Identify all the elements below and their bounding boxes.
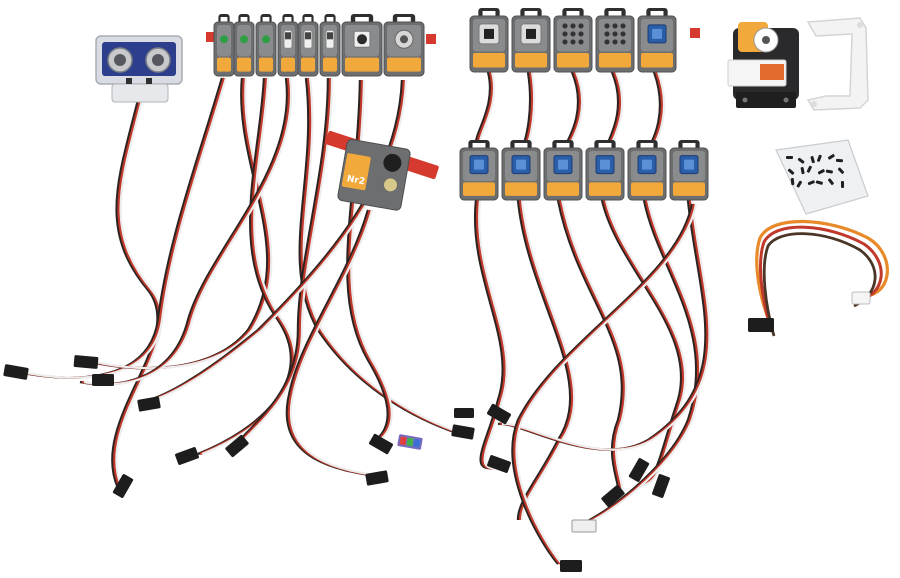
screw-bag xyxy=(775,139,869,215)
button-module xyxy=(595,8,635,73)
indicator-module xyxy=(319,14,341,77)
button-module xyxy=(469,8,509,73)
connector-plugs xyxy=(3,355,670,572)
sensor-module xyxy=(459,140,499,201)
servo-cable xyxy=(235,77,334,445)
servo-connector xyxy=(225,434,249,458)
button-module xyxy=(553,8,593,73)
servo-cable xyxy=(83,77,273,370)
servo-connector xyxy=(560,560,582,572)
sound-sensor-label: Nr2 xyxy=(346,174,366,187)
sensor-module xyxy=(543,140,583,201)
servo-cable xyxy=(516,199,576,521)
sensor-module xyxy=(627,140,667,201)
indicator-module xyxy=(213,14,235,77)
indicator-module xyxy=(383,14,425,77)
button-module-row-top xyxy=(469,8,700,73)
indicator-module xyxy=(341,14,383,77)
servo-connector xyxy=(365,470,389,486)
white-connector xyxy=(571,519,597,533)
servo-connector xyxy=(652,474,670,498)
cable-bundle xyxy=(17,71,711,565)
indicator-module xyxy=(255,14,277,77)
servo-connector xyxy=(92,374,114,386)
servo-cable xyxy=(473,199,508,470)
servo-connector xyxy=(628,458,650,482)
servo-bracket xyxy=(806,17,869,111)
servo-connector xyxy=(601,484,625,508)
indicator-module-row xyxy=(206,14,436,77)
servo-connector xyxy=(451,424,475,440)
servo-connector xyxy=(487,403,511,425)
sensor-module xyxy=(501,140,541,201)
servo-connector xyxy=(175,447,199,465)
sensor-module-row xyxy=(459,140,709,201)
sensor-module xyxy=(585,140,625,201)
servo-connector xyxy=(454,408,474,418)
sensor-module xyxy=(669,140,709,201)
servo-connector xyxy=(369,433,393,455)
servo-connector xyxy=(137,396,161,412)
indicator-module xyxy=(297,14,319,77)
extension-cable xyxy=(748,219,889,337)
servo-motor xyxy=(727,22,799,108)
screws xyxy=(786,154,845,189)
servo-cable xyxy=(511,203,698,565)
button-module xyxy=(637,8,677,73)
servo-cable xyxy=(285,209,381,478)
servo-connector xyxy=(112,474,134,498)
indicator-module xyxy=(277,14,299,77)
servo-connector xyxy=(487,455,511,473)
sound-sensor-module: Nr2 xyxy=(325,130,439,211)
ultrasonic-sensor xyxy=(95,35,183,103)
servo-connector xyxy=(73,355,99,369)
servo-cable xyxy=(111,99,163,489)
servo-connector xyxy=(3,364,29,380)
indicator-module xyxy=(233,14,255,77)
servo-cable xyxy=(497,199,711,451)
button-module xyxy=(511,8,551,73)
rgb-led-module xyxy=(397,434,423,450)
servo-cable xyxy=(79,77,293,386)
servo-cable xyxy=(17,77,228,379)
